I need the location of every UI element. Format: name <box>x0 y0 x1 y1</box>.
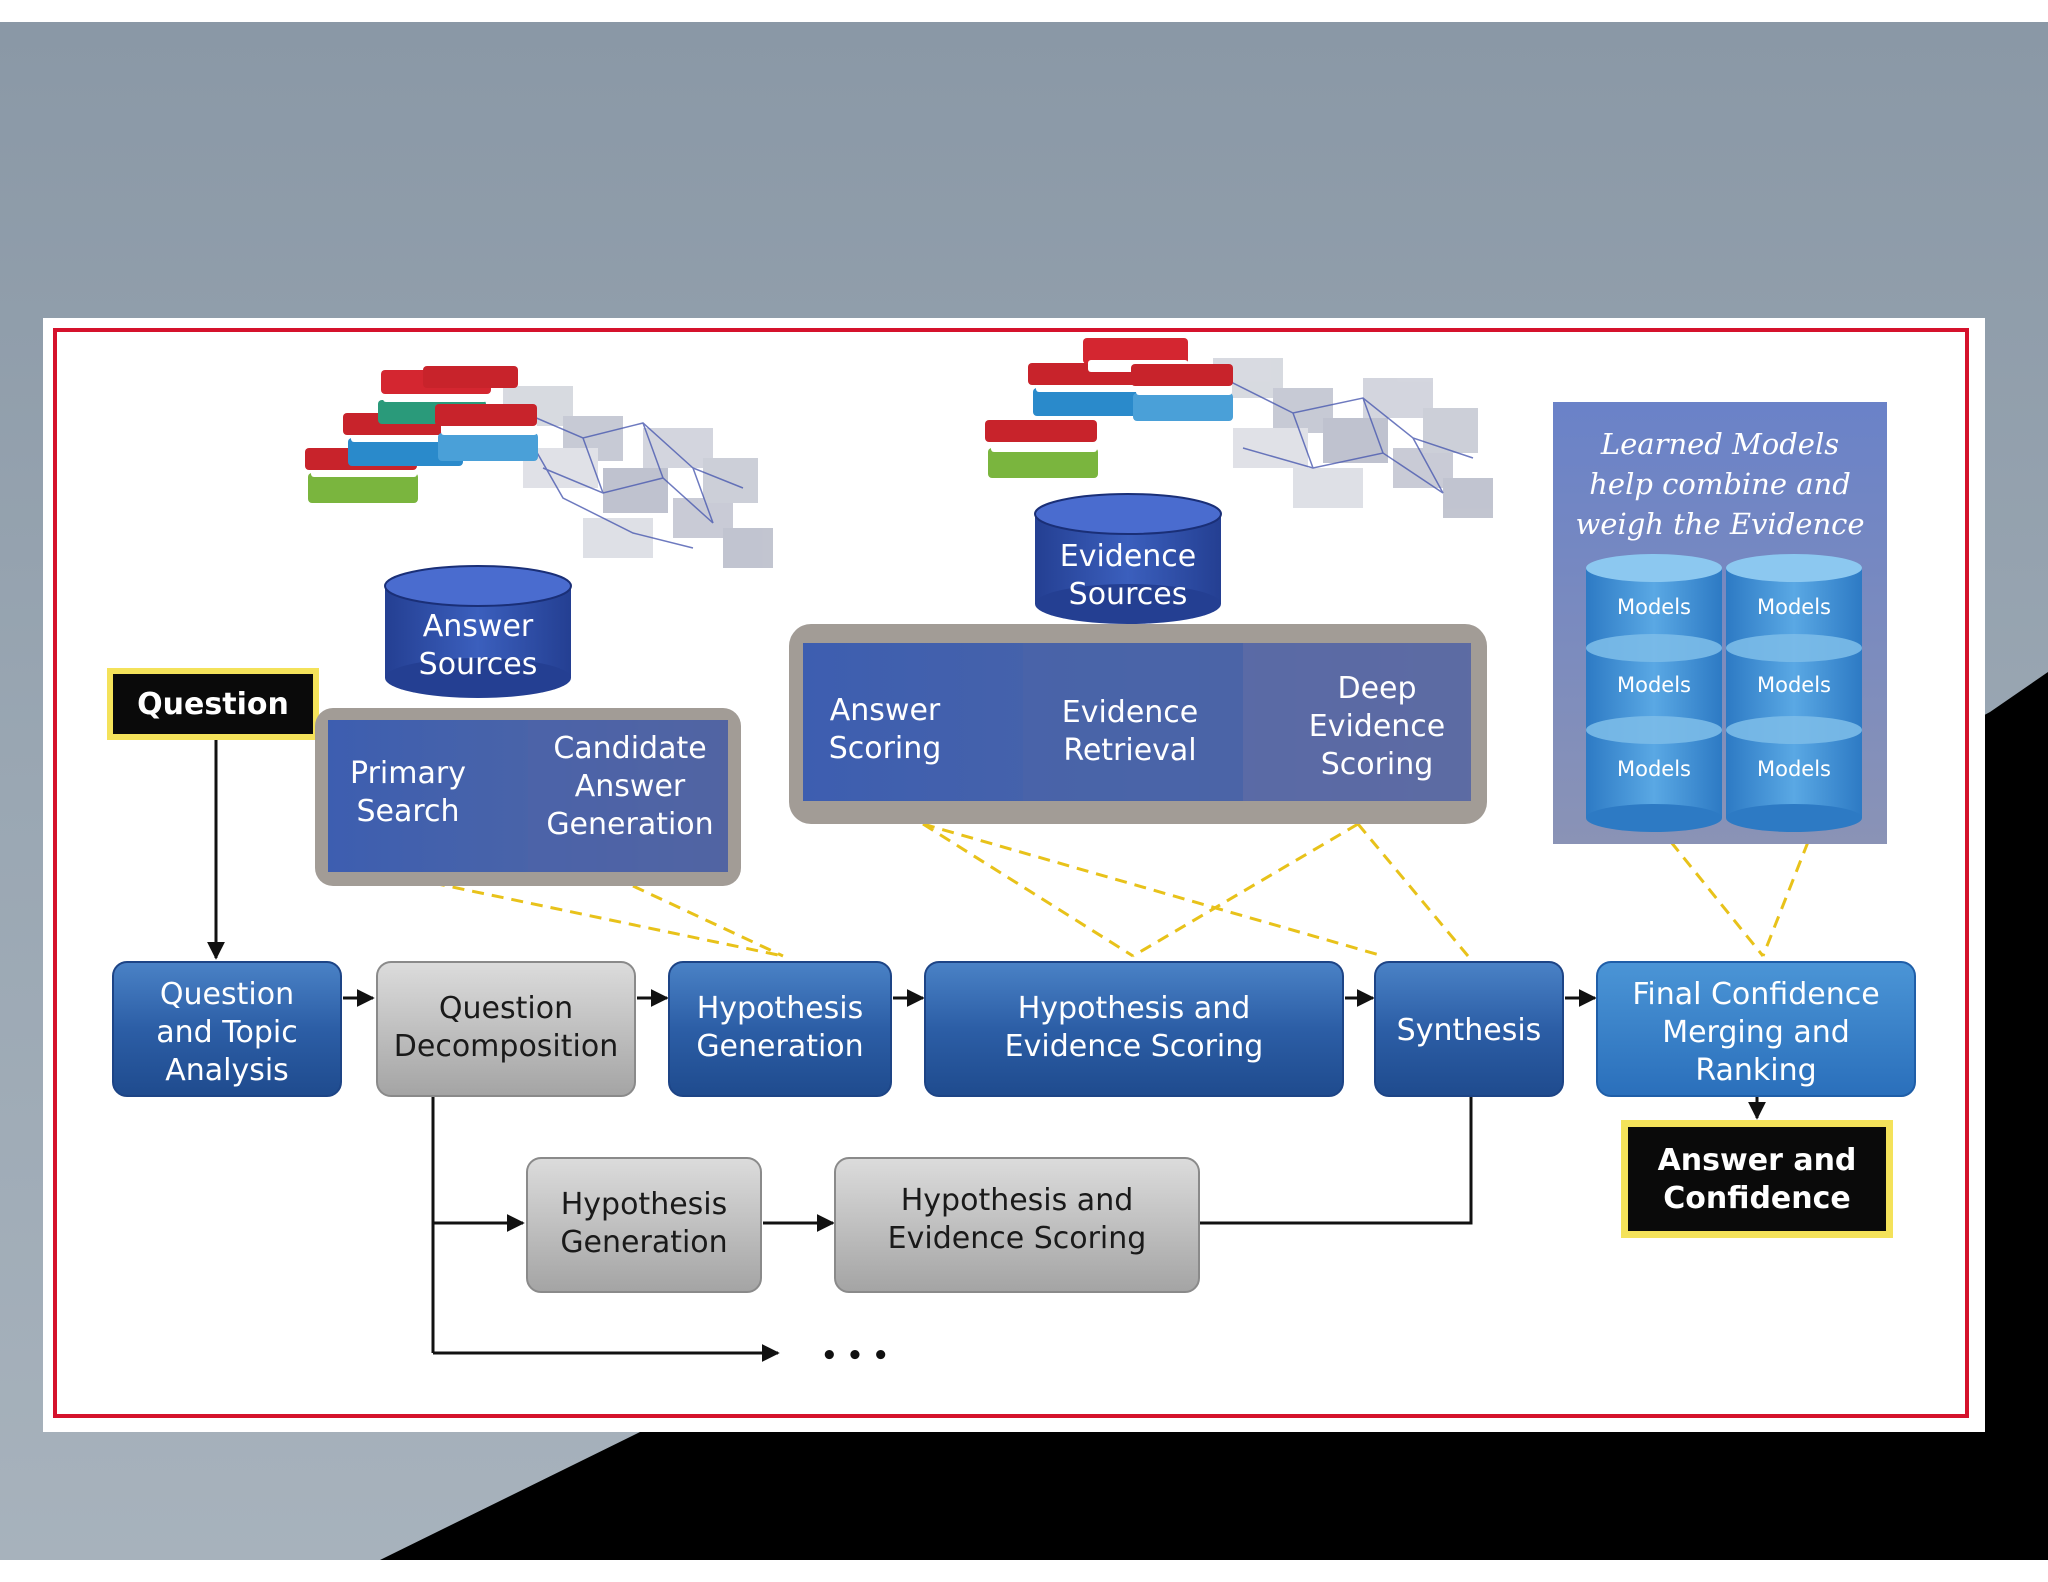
candidate-answer-line2: Answer <box>575 769 686 804</box>
models-label-5: Models <box>1617 757 1691 781</box>
models-label-1: Models <box>1617 595 1691 619</box>
deep-evidence-line2: Evidence <box>1309 709 1446 744</box>
answer-sources-database: Answer Sources <box>384 565 572 698</box>
question-label: Question <box>137 687 289 722</box>
final-confidence-node: Final Confidence Merging and Ranking <box>1596 961 1916 1097</box>
hg-line1: Hypothesis <box>697 991 864 1026</box>
hes-line1: Hypothesis and <box>1018 991 1251 1026</box>
evidence-sources-line1: Evidence <box>1060 539 1197 574</box>
synthesis-label: Synthesis <box>1397 1013 1542 1048</box>
deep-evidence-line3: Scoring <box>1321 747 1434 782</box>
answer-sources-books-graphic <box>305 366 773 568</box>
diagram-panel: Question Primary Search Candidate Answer… <box>43 318 1985 1432</box>
flow-arrows <box>207 725 1766 1362</box>
hg2-line1: Hypothesis <box>561 1187 728 1222</box>
hes-line2: Evidence Scoring <box>1005 1029 1264 1064</box>
models-label-2: Models <box>1757 595 1831 619</box>
models-cylinder-stack-left: Models Models Models <box>1586 554 1722 832</box>
qta-line2: and Topic <box>156 1015 297 1050</box>
red-frame <box>53 328 1969 1418</box>
models-label-3: Models <box>1617 673 1691 697</box>
question-decomposition-node: Question Decomposition <box>376 961 636 1097</box>
evidence-retrieval-line1: Evidence <box>1062 695 1199 730</box>
learned-models-line3: weigh the Evidence <box>1575 507 1864 541</box>
evidence-sources-line2: Sources <box>1069 577 1188 612</box>
hypothesis-generation-node: Hypothesis Generation <box>668 961 892 1097</box>
hes2-line2: Evidence Scoring <box>888 1221 1147 1256</box>
answer-scoring-line2: Scoring <box>829 731 942 766</box>
learned-models-line1: Learned Models <box>1600 427 1839 461</box>
models-label-6: Models <box>1757 757 1831 781</box>
evidence-retrieval-line2: Retrieval <box>1063 733 1196 768</box>
deepqa-architecture-diagram: Question Primary Search Candidate Answer… <box>107 338 1916 1371</box>
hypothesis-generation-branch-node: Hypothesis Generation <box>526 1157 762 1293</box>
answer-confidence-node: Answer and Confidence <box>1621 1120 1893 1238</box>
hes2-line1: Hypothesis and <box>901 1183 1134 1218</box>
answer-sources-line2: Sources <box>419 647 538 682</box>
evidence-sources-database: Evidence Sources <box>1034 493 1222 624</box>
yellow-dashed-connectors <box>432 822 1810 958</box>
candidate-answer-line1: Candidate <box>553 731 706 766</box>
synthesis-node: Synthesis <box>1374 961 1564 1097</box>
evidence-sources-group: Answer Scoring Evidence Retrieval Deep E… <box>789 624 1487 824</box>
answer-sources-line1: Answer <box>423 609 534 644</box>
qd-line2: Decomposition <box>394 1029 618 1064</box>
qta-line3: Analysis <box>165 1053 289 1088</box>
qta-line1: Question <box>160 977 294 1012</box>
question-topic-analysis-node: Question and Topic Analysis <box>112 961 342 1097</box>
answer-sources-group: Primary Search Candidate Answer Generati… <box>315 708 741 886</box>
deep-evidence-line1: Deep <box>1337 671 1416 706</box>
qd-line1: Question <box>439 991 573 1026</box>
models-cylinder-stack-right: Models Models Models <box>1726 554 1862 832</box>
fc-line3: Ranking <box>1695 1053 1816 1088</box>
learned-models-panel: Learned Models help combine and weigh th… <box>1553 402 1887 844</box>
primary-search-line1: Primary <box>350 756 466 791</box>
fc-line2: Merging and <box>1662 1015 1850 1050</box>
ac-line2: Confidence <box>1663 1181 1851 1216</box>
models-label-4: Models <box>1757 673 1831 697</box>
hypothesis-evidence-scoring-branch-node: Hypothesis and Evidence Scoring <box>834 1157 1200 1293</box>
candidate-answer-line3: Generation <box>546 807 713 842</box>
hg-line2: Generation <box>696 1029 863 1064</box>
ac-line1: Answer and <box>1658 1143 1857 1178</box>
learned-models-line2: help combine and <box>1589 467 1851 501</box>
hg2-line2: Generation <box>560 1225 727 1260</box>
primary-search-line2: Search <box>356 794 459 829</box>
evidence-sources-books-graphic <box>985 338 1493 518</box>
answer-scoring-line1: Answer <box>830 693 941 728</box>
question-node: Question <box>107 668 319 740</box>
ellipsis-more-branches: • • • <box>821 1341 889 1371</box>
hypothesis-evidence-scoring-node: Hypothesis and Evidence Scoring <box>924 961 1344 1097</box>
fc-line1: Final Confidence <box>1632 977 1879 1012</box>
